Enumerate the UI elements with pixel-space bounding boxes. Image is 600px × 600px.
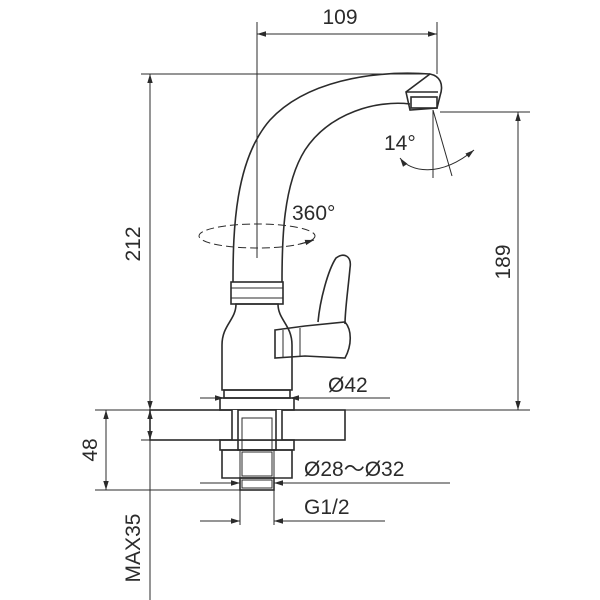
- handle-lever: [317, 254, 352, 325]
- dim-spout-height: 189: [345, 111, 530, 411]
- dim-body-diameter: Ø42: [200, 374, 390, 401]
- base-flange: [219, 397, 295, 411]
- dim-deck-thickness-label: 48: [79, 438, 102, 461]
- dim-rotation-label: 360°: [292, 202, 335, 225]
- swivel-collar: [230, 281, 284, 305]
- faucet-body: [219, 72, 443, 411]
- dim-hole-diameter-label: Ø28～Ø32: [304, 458, 404, 481]
- lock-nut: [221, 449, 293, 479]
- dim-max-shank-label: MAX35: [122, 514, 145, 583]
- dim-spout-reach-label: 109: [322, 6, 357, 29]
- dim-deck-thickness: 48: [79, 409, 240, 491]
- spout-outer-curve: [232, 72, 431, 283]
- dim-total-height-label: 212: [122, 226, 145, 261]
- spout-nozzle: [405, 73, 443, 111]
- handle-hub: [274, 321, 352, 359]
- spout-angle-indicator: 14°: [384, 109, 475, 178]
- aerator: [410, 96, 438, 109]
- dim-max-shank: MAX35: [122, 410, 153, 600]
- body-vase: [221, 303, 293, 391]
- deck-section: [149, 409, 346, 441]
- rotation-indicator: 360°: [198, 202, 335, 249]
- base-ring: [223, 389, 291, 399]
- dim-body-diameter-label: Ø42: [328, 374, 368, 397]
- dim-hole-diameter: Ø28～Ø32: [200, 458, 450, 486]
- shank-assembly: [219, 409, 295, 491]
- dim-spout-height-label: 189: [492, 244, 515, 279]
- dim-thread-label: G1/2: [304, 496, 350, 519]
- dim-spout-angle-label: 14°: [384, 132, 416, 155]
- spout-inner-curve: [281, 102, 411, 283]
- dim-thread: G1/2: [200, 490, 385, 525]
- dim-total-height: 212: [122, 73, 430, 411]
- washer: [219, 439, 295, 451]
